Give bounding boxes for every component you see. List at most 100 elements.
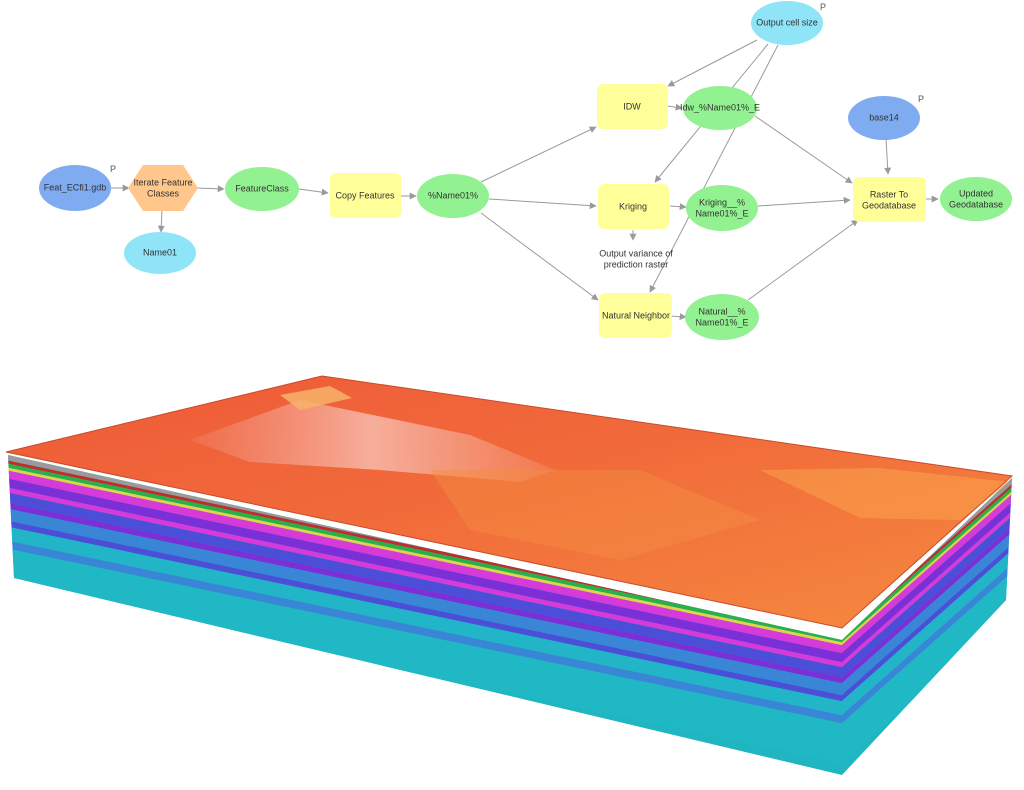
surface-warm-patch (760, 468, 1010, 520)
stratum-band (8, 547, 842, 767)
edge-cellsize-idw (667, 39, 758, 87)
stratum-band (842, 495, 1012, 662)
node-label: Kriging (619, 201, 647, 211)
parameter-ellipse (751, 1, 823, 45)
node-feat-gdb[interactable]: Feat_ECfi1.gdb P (39, 164, 116, 211)
node-output-cell-size[interactable]: Output cell size P (751, 1, 826, 45)
node-label: Name01 (143, 247, 177, 257)
edge-cellsize-natural (649, 44, 779, 293)
stratum-band (842, 484, 1012, 645)
derived-ellipse (940, 177, 1012, 221)
tool-rect (599, 293, 672, 338)
node-kriging-output[interactable]: Kriging__%Name01%_E (686, 185, 758, 231)
stratum-band (842, 537, 1012, 701)
parameter-ellipse (124, 232, 196, 274)
parameter-flag: P (820, 2, 826, 12)
node-label: Output cell size (756, 17, 818, 27)
stratum-band (8, 519, 842, 705)
derived-ellipse (225, 167, 299, 211)
stratum-band (8, 486, 842, 671)
node-label: Idw_%Name01%_E (680, 102, 760, 112)
stratum-band (842, 509, 1012, 677)
tool-rect (330, 173, 401, 218)
node-idw-output[interactable]: Idw_%Name01%_E (680, 86, 760, 130)
stratum-band (842, 504, 1012, 667)
input-data-ellipse (39, 165, 111, 211)
surface-warm-patch (430, 470, 760, 560)
stratum-band (8, 469, 842, 657)
node-featureclass[interactable]: FeatureClass (225, 167, 299, 211)
node-label: %Name01% (428, 190, 478, 200)
node-label: Natural Neighbor (602, 310, 670, 320)
node-name01[interactable]: Name01 (124, 232, 196, 274)
parameter-flag: P (110, 164, 116, 174)
node-label: Feat_ECfi1.gdb (44, 182, 107, 192)
derived-ellipse (686, 185, 758, 231)
stratum-band (842, 525, 1012, 695)
node-label: FeatureClass (235, 183, 289, 193)
edge-naturalout-raster (747, 219, 859, 301)
node-natural-neighbor[interactable]: Natural Neighbor (599, 293, 672, 338)
parameter-flag: P (918, 94, 924, 104)
tool-rect (598, 184, 669, 229)
stratum-band (8, 462, 842, 646)
node-label: IDW (623, 101, 641, 111)
iterator-hexagon (128, 165, 198, 211)
stratum-band (8, 501, 842, 687)
derived-ellipse (683, 86, 757, 130)
node-idw[interactable]: IDW (597, 84, 668, 129)
edge-var-natural (480, 212, 599, 301)
surface-highlight (190, 400, 555, 482)
edge-iterate-featureclass (195, 185, 225, 193)
raster-block-3d (5, 375, 1014, 775)
tool-rect (853, 177, 926, 222)
stratum-band (8, 477, 842, 666)
node-kriging[interactable]: Kriging (598, 184, 669, 229)
surface-edge (5, 375, 1014, 629)
edge-base14-raster (884, 138, 892, 175)
edge-var-idw (480, 126, 597, 183)
edge-kriging-out (669, 203, 687, 211)
derived-ellipse (417, 174, 489, 218)
stratum-band (842, 487, 1012, 653)
edge-iterate-name01 (157, 209, 165, 233)
stratum-band (842, 478, 1012, 638)
stratum-band (842, 480, 1012, 642)
surface-warm-patch (280, 386, 352, 410)
raster-block-top-surface (5, 375, 1014, 629)
stratum-band (842, 543, 1012, 715)
stratum-band (8, 539, 842, 727)
stratum-band (8, 491, 842, 681)
node-label: Natural__%Name01%_E (695, 307, 748, 328)
stratum-band (842, 565, 1012, 763)
stratum-band (842, 557, 1012, 723)
edge-var-kriging (488, 198, 597, 210)
node-copy-features[interactable]: Copy Features (330, 173, 401, 218)
edge-idw-out (666, 103, 683, 111)
node-base14[interactable]: base14 P (848, 94, 924, 140)
edge-natural-out (669, 313, 687, 321)
node-natural-output[interactable]: Natural__%Name01%_E (685, 294, 759, 340)
stratum-band (8, 507, 842, 699)
node-label: Kriging__%Name01%_E (695, 198, 748, 219)
stratum-band (8, 525, 842, 719)
node-name01-variable[interactable]: %Name01% (417, 174, 489, 218)
stratum-band (8, 466, 842, 649)
node-label: base14 (869, 112, 899, 122)
edge-featureclass-copy (298, 188, 329, 196)
stratum-band (842, 519, 1012, 683)
edge-krigingout-raster (757, 196, 851, 207)
edge-idwout-raster (754, 115, 853, 184)
derived-ellipse (685, 294, 759, 340)
node-label: Copy Features (335, 190, 395, 200)
input-data-ellipse (848, 96, 920, 140)
